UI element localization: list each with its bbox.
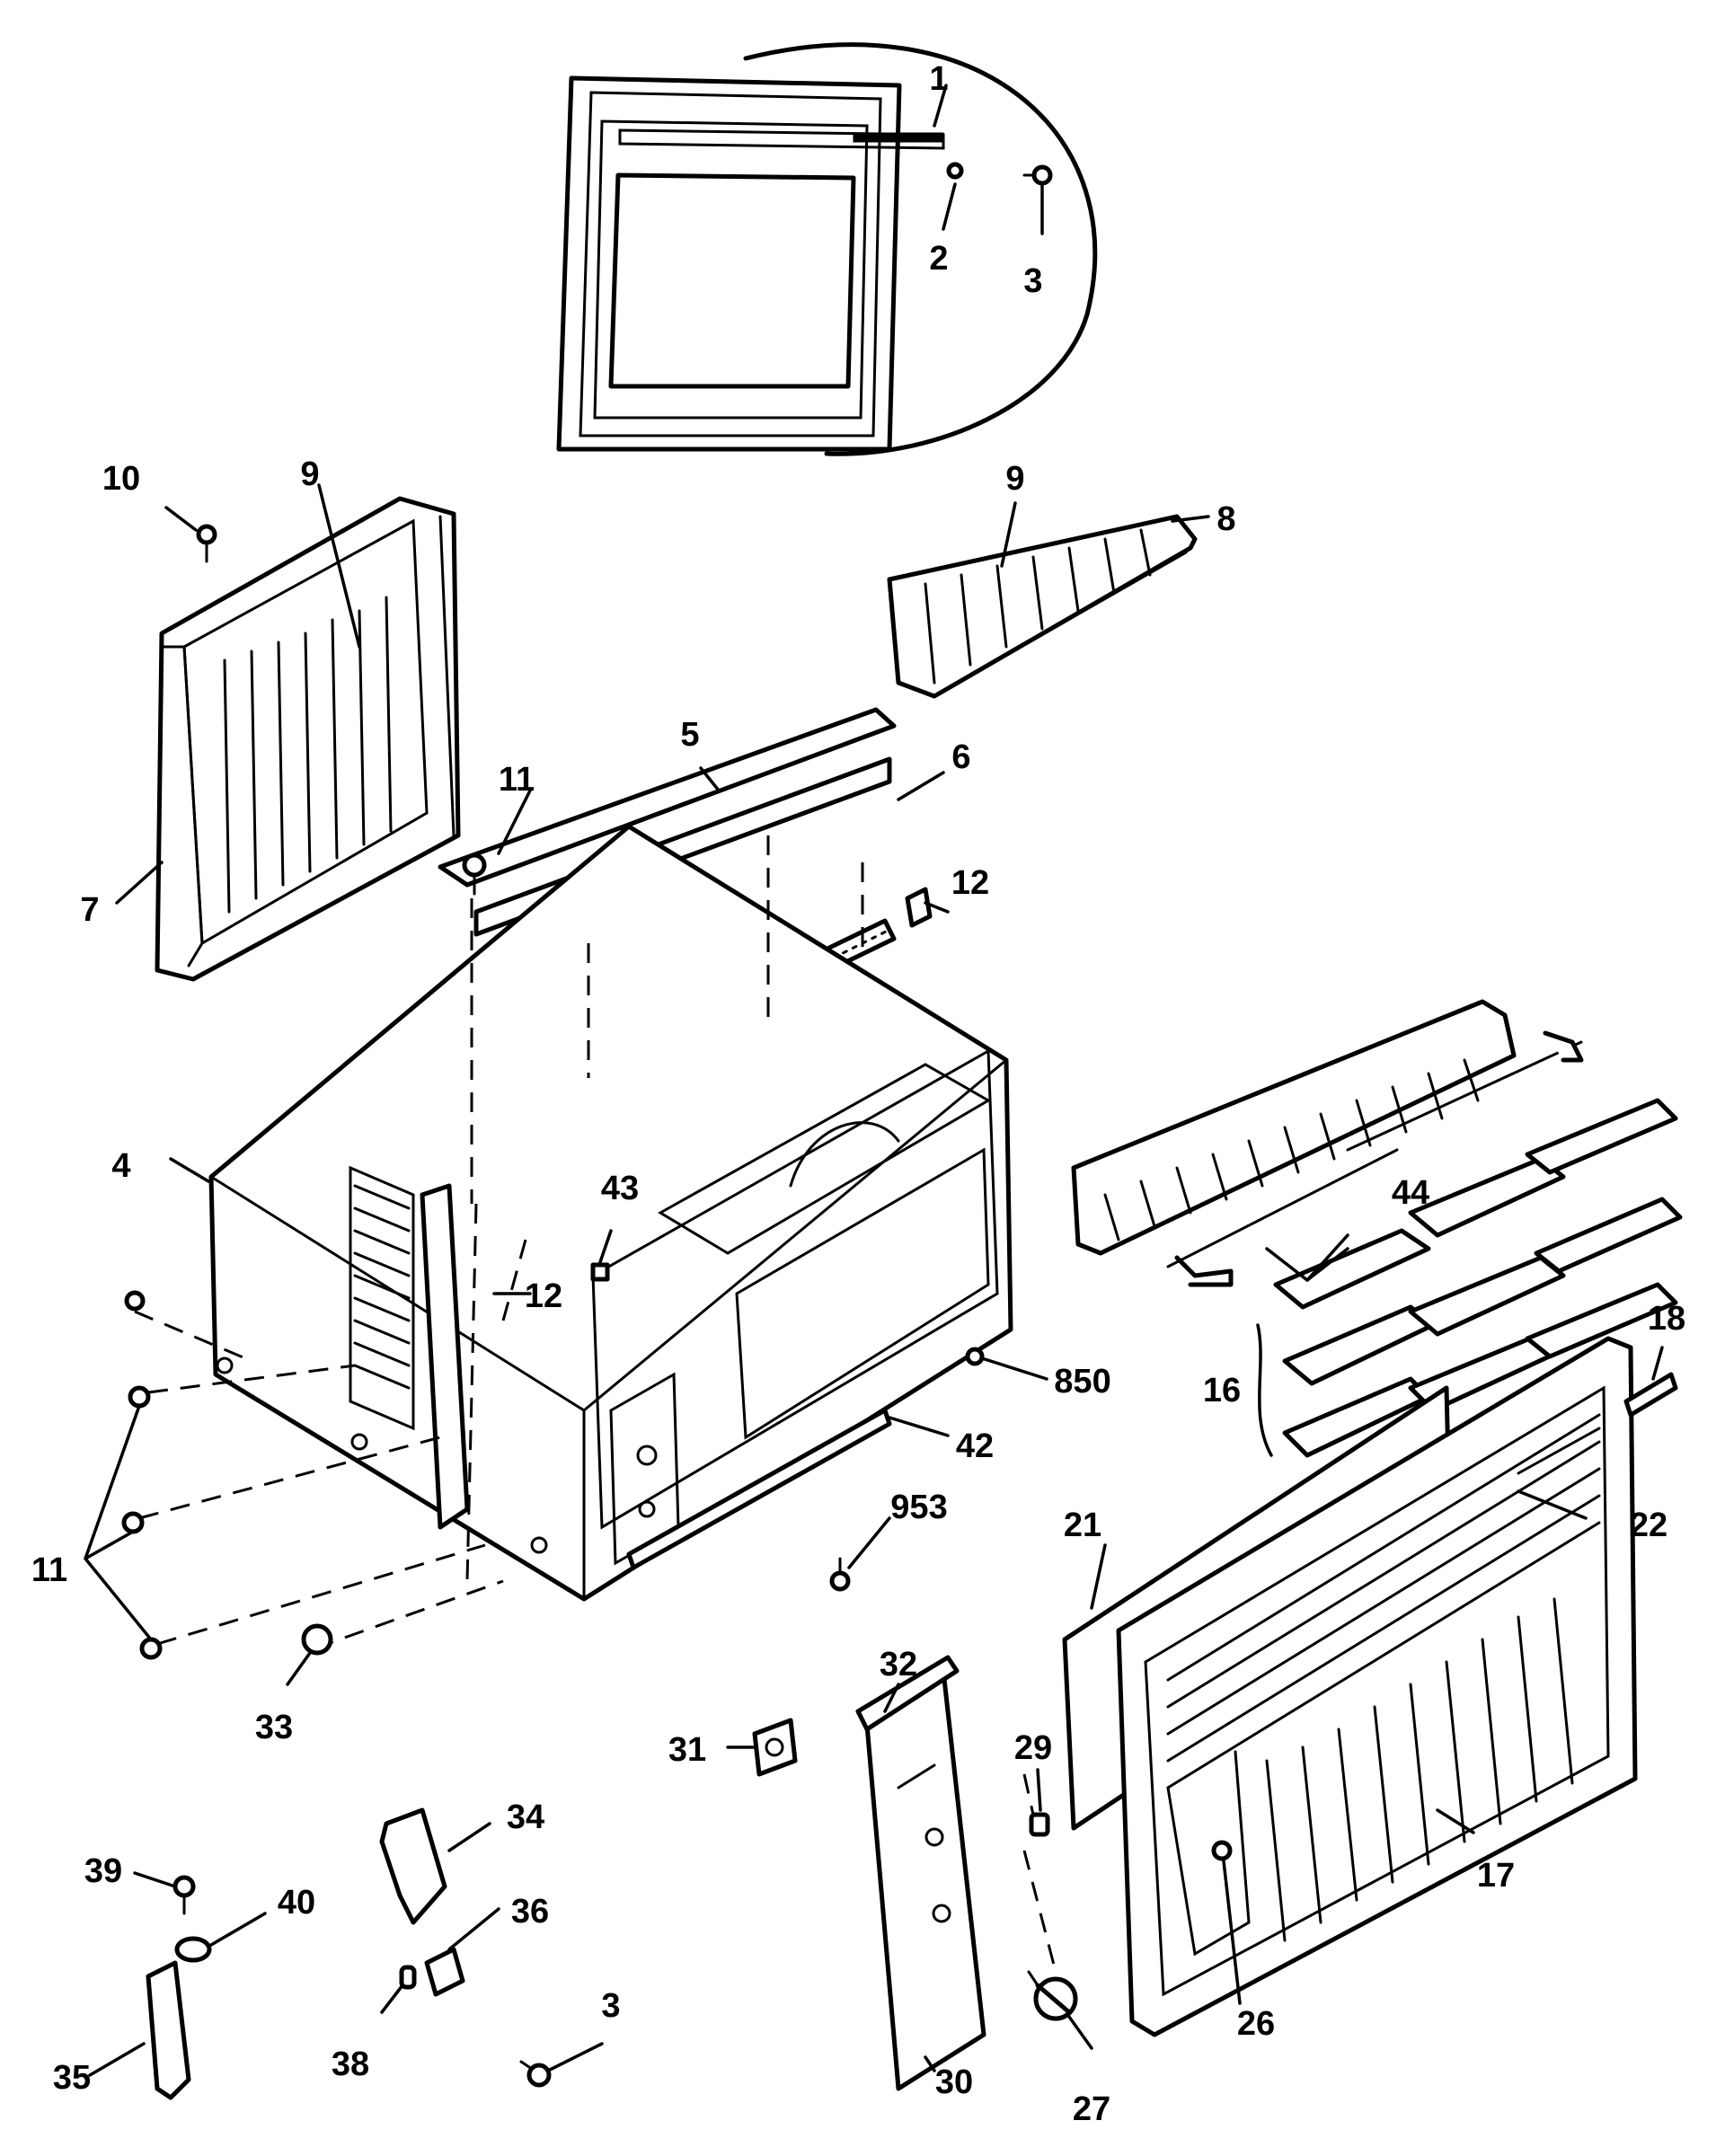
side-curtain-right-part-8: [887, 514, 1198, 699]
callout-31: 31: [668, 1731, 706, 1769]
callout-3: 3: [1023, 262, 1042, 300]
callout-34: 34: [507, 1798, 544, 1836]
callout-40: 40: [278, 1884, 315, 1922]
callout-22: 22: [1630, 1507, 1668, 1544]
callout-26: 26: [1237, 2005, 1275, 2043]
callout-2: 2: [929, 240, 948, 278]
callout-18: 18: [1648, 1300, 1685, 1338]
screw-part-953: [829, 1557, 851, 1592]
leader-lines: [84, 84, 1664, 2077]
callout-39: 39: [84, 1852, 122, 1890]
callout-30: 30: [935, 2063, 973, 2101]
callout-33: 33: [255, 1709, 293, 1746]
callout-labels: 1 2 3 10 9 9 8 5 6 11 7 12 4 43 44 12 85…: [31, 60, 1685, 2128]
callout-36: 36: [511, 1893, 549, 1931]
screw-part-10: [196, 524, 217, 563]
switch-part-31: [752, 1718, 798, 1777]
callout-5: 5: [680, 716, 699, 754]
window-frame-screw-part-3: [1022, 164, 1053, 186]
base-pan-part-42: [626, 1408, 892, 1570]
nut-part-38: [399, 1965, 417, 1990]
screw-part-26: [1211, 1840, 1233, 1861]
callout-27: 27: [1073, 2090, 1110, 2128]
screw-part-39: [172, 1875, 196, 1915]
callout-3-bottom: 3: [601, 1987, 620, 2025]
louver-part-22: [1517, 1427, 1601, 1475]
callout-38: 38: [332, 2046, 369, 2083]
knob-part-27: [1027, 1970, 1078, 2021]
callout-10: 10: [102, 460, 140, 498]
assembly-dash-lines: [134, 835, 864, 1650]
drain-fitting-part-850: [965, 1347, 985, 1366]
callout-16: 16: [1203, 1372, 1241, 1409]
louver-assembly-part-44: [1071, 999, 1584, 1287]
clip-part-43: [590, 1262, 610, 1282]
bracket-part-34: [379, 1807, 447, 1925]
callout-9-right: 9: [1005, 460, 1024, 498]
callout-7: 7: [80, 891, 99, 929]
spring-clip-part-29: [1029, 1812, 1050, 1837]
callout-17: 17: [1477, 1857, 1515, 1895]
inset-window-frame-detail: [556, 42, 1098, 456]
callout-43: 43: [601, 1170, 639, 1207]
callout-42: 42: [956, 1427, 994, 1465]
control-board-part-32: [855, 1655, 960, 1732]
mounting-rail-part-12-top: [905, 887, 933, 928]
callout-6: 6: [951, 738, 970, 776]
mounting-rail-part-12-side: [420, 1183, 470, 1530]
side-curtain-left-panel-part-9: [223, 596, 393, 914]
cabinet-front-interior: [591, 1048, 999, 1566]
control-dash-lines: [1022, 1773, 1057, 1973]
callout-4: 4: [111, 1147, 130, 1185]
washer-part-40: [174, 1936, 212, 1963]
bracket-part-35: [146, 1960, 191, 2100]
callout-8: 8: [1216, 500, 1235, 538]
control-panel-part-30: [864, 1668, 986, 2091]
callout-29: 29: [1014, 1729, 1052, 1767]
callout-11: 11: [499, 761, 535, 799]
callout-21: 21: [1064, 1507, 1101, 1544]
callout-44: 44: [1392, 1174, 1429, 1212]
callout-12-side: 12: [525, 1277, 562, 1315]
callout-850: 850: [1054, 1363, 1110, 1401]
front-grille-part-17: [1116, 1336, 1638, 2037]
screw-part-3-bottom: [519, 2060, 552, 2088]
plug-part-33: [301, 1623, 333, 1656]
callout-1: 1: [929, 60, 948, 98]
callout-9: 9: [300, 455, 319, 493]
callout-32: 32: [880, 1646, 917, 1683]
callout-11-group: 11: [31, 1551, 67, 1589]
screw-part-11: [462, 853, 487, 896]
window-rail-screw-part-2: [946, 162, 964, 180]
callout-12: 12: [951, 864, 989, 902]
callout-35: 35: [53, 2059, 91, 2097]
side-curtain-right-panel-part-9: [924, 528, 1152, 685]
cabinet-part-4: [208, 824, 1013, 1602]
gasket-strip-part-18: [1623, 1372, 1678, 1418]
bracket-clip-part-36: [424, 1947, 465, 1997]
callout-953: 953: [890, 1489, 947, 1526]
screw-part-11-a: [121, 1290, 163, 1660]
